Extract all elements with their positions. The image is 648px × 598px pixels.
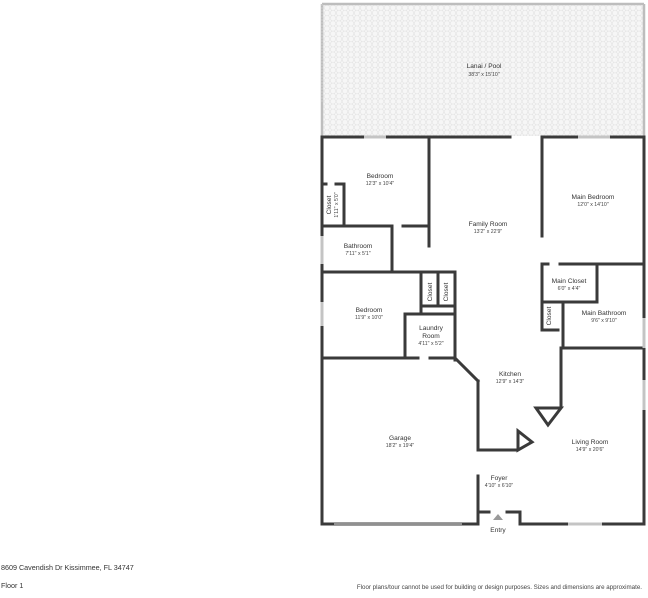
floor-label: Floor 1 — [1, 581, 24, 590]
main-bathroom-dims: 9'6" x 9'10" — [591, 318, 617, 324]
lanai-area — [320, 2, 646, 136]
main-bedroom-dims: 12'0" x 14'10" — [577, 202, 608, 208]
laundry-dims: 4'11" x 5'2" — [418, 341, 443, 347]
family-room-name: Family Room — [469, 221, 508, 228]
windows — [320, 135, 646, 526]
bedroom2-dims: 11'9" x 10'0" — [355, 315, 383, 321]
living-room-dims: 14'9" x 20'6" — [576, 447, 605, 453]
bedroom1-dims: 12'3" x 10'4" — [366, 181, 395, 187]
family-room-dims: 13'2" x 22'9" — [474, 229, 503, 235]
garage-name: Garage — [389, 435, 411, 442]
garage-dims: 18'2" x 19'4" — [386, 443, 415, 449]
disclaimer-text: Floor plans/tour cannot be used for buil… — [356, 584, 642, 591]
main-closet-dims: 6'0" x 4'4" — [558, 286, 581, 292]
main-bedroom-name: Main Bedroom — [572, 194, 615, 201]
bedroom1-name: Bedroom — [367, 173, 394, 180]
foyer-dims: 4'10" x 6'10" — [485, 483, 514, 489]
laundry-name: Laundry — [419, 325, 444, 332]
bathroom-dims: 7'11" x 5'1" — [345, 251, 370, 257]
main-closet-name: Main Closet — [552, 278, 587, 285]
kitchen-counters — [516, 406, 565, 453]
property-address: 8609 Cavendish Dr Kissimmee, FL 34747 — [1, 563, 134, 572]
bedroom2-name: Bedroom — [356, 307, 383, 314]
closet1-dims: 1'11" x 5'0" — [334, 192, 340, 217]
entry-arrow-icon — [493, 514, 503, 520]
living-room-name: Living Room — [572, 439, 609, 446]
closet3-name: Closet — [443, 282, 450, 301]
bathroom-name: Bathroom — [344, 243, 373, 250]
main-bathroom-name: Main Bathroom — [582, 310, 627, 317]
lanai-dims: 38'3" x 15'10" — [468, 72, 499, 78]
room-labels: Lanai / Pool 38'3" x 15'10" Bedroom 12'3… — [326, 63, 627, 534]
foyer-name: Foyer — [491, 475, 509, 482]
kitchen-name: Kitchen — [499, 371, 521, 378]
lanai-name: Lanai / Pool — [467, 63, 502, 70]
laundry-name-line2: Room — [422, 333, 440, 340]
closet1-name: Closet — [326, 195, 333, 214]
closet2-name: Closet — [427, 282, 434, 301]
entry-label: Entry — [490, 527, 506, 534]
closet4-name: Closet — [546, 306, 553, 325]
kitchen-dims: 12'9" x 14'3" — [496, 379, 525, 385]
